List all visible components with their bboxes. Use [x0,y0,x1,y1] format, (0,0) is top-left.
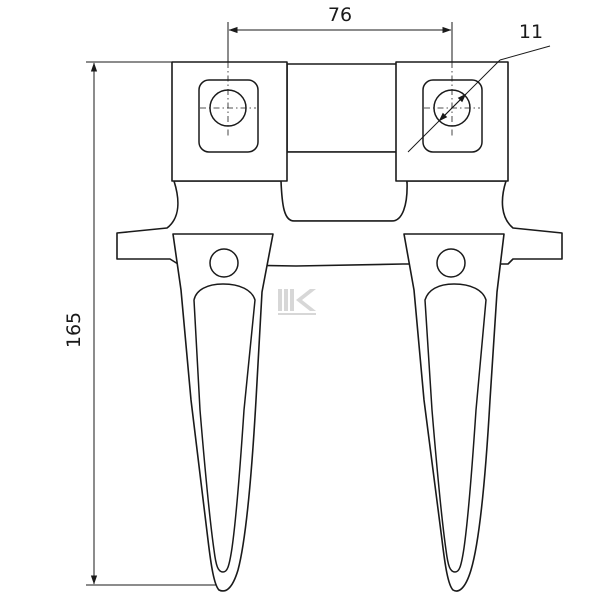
saddle [271,151,409,222]
dimension-width-between-holes: 76 [227,4,453,62]
dimension-11-label: 11 [519,21,543,43]
right-prong-rivet-hole [436,248,466,278]
knife-guard-body [116,61,563,592]
center-bridge [286,63,398,153]
left-prong-rivet-hole [209,248,239,278]
dimension-hole-diameter: 11 [407,21,551,153]
watermark-logo [278,289,316,315]
right-prong-recess [424,283,487,573]
dimension-76-label: 76 [328,4,352,26]
dimension-165-label: 165 [63,312,85,348]
left-prong-recess [193,283,256,573]
dimension-overall-height: 165 [63,61,216,586]
